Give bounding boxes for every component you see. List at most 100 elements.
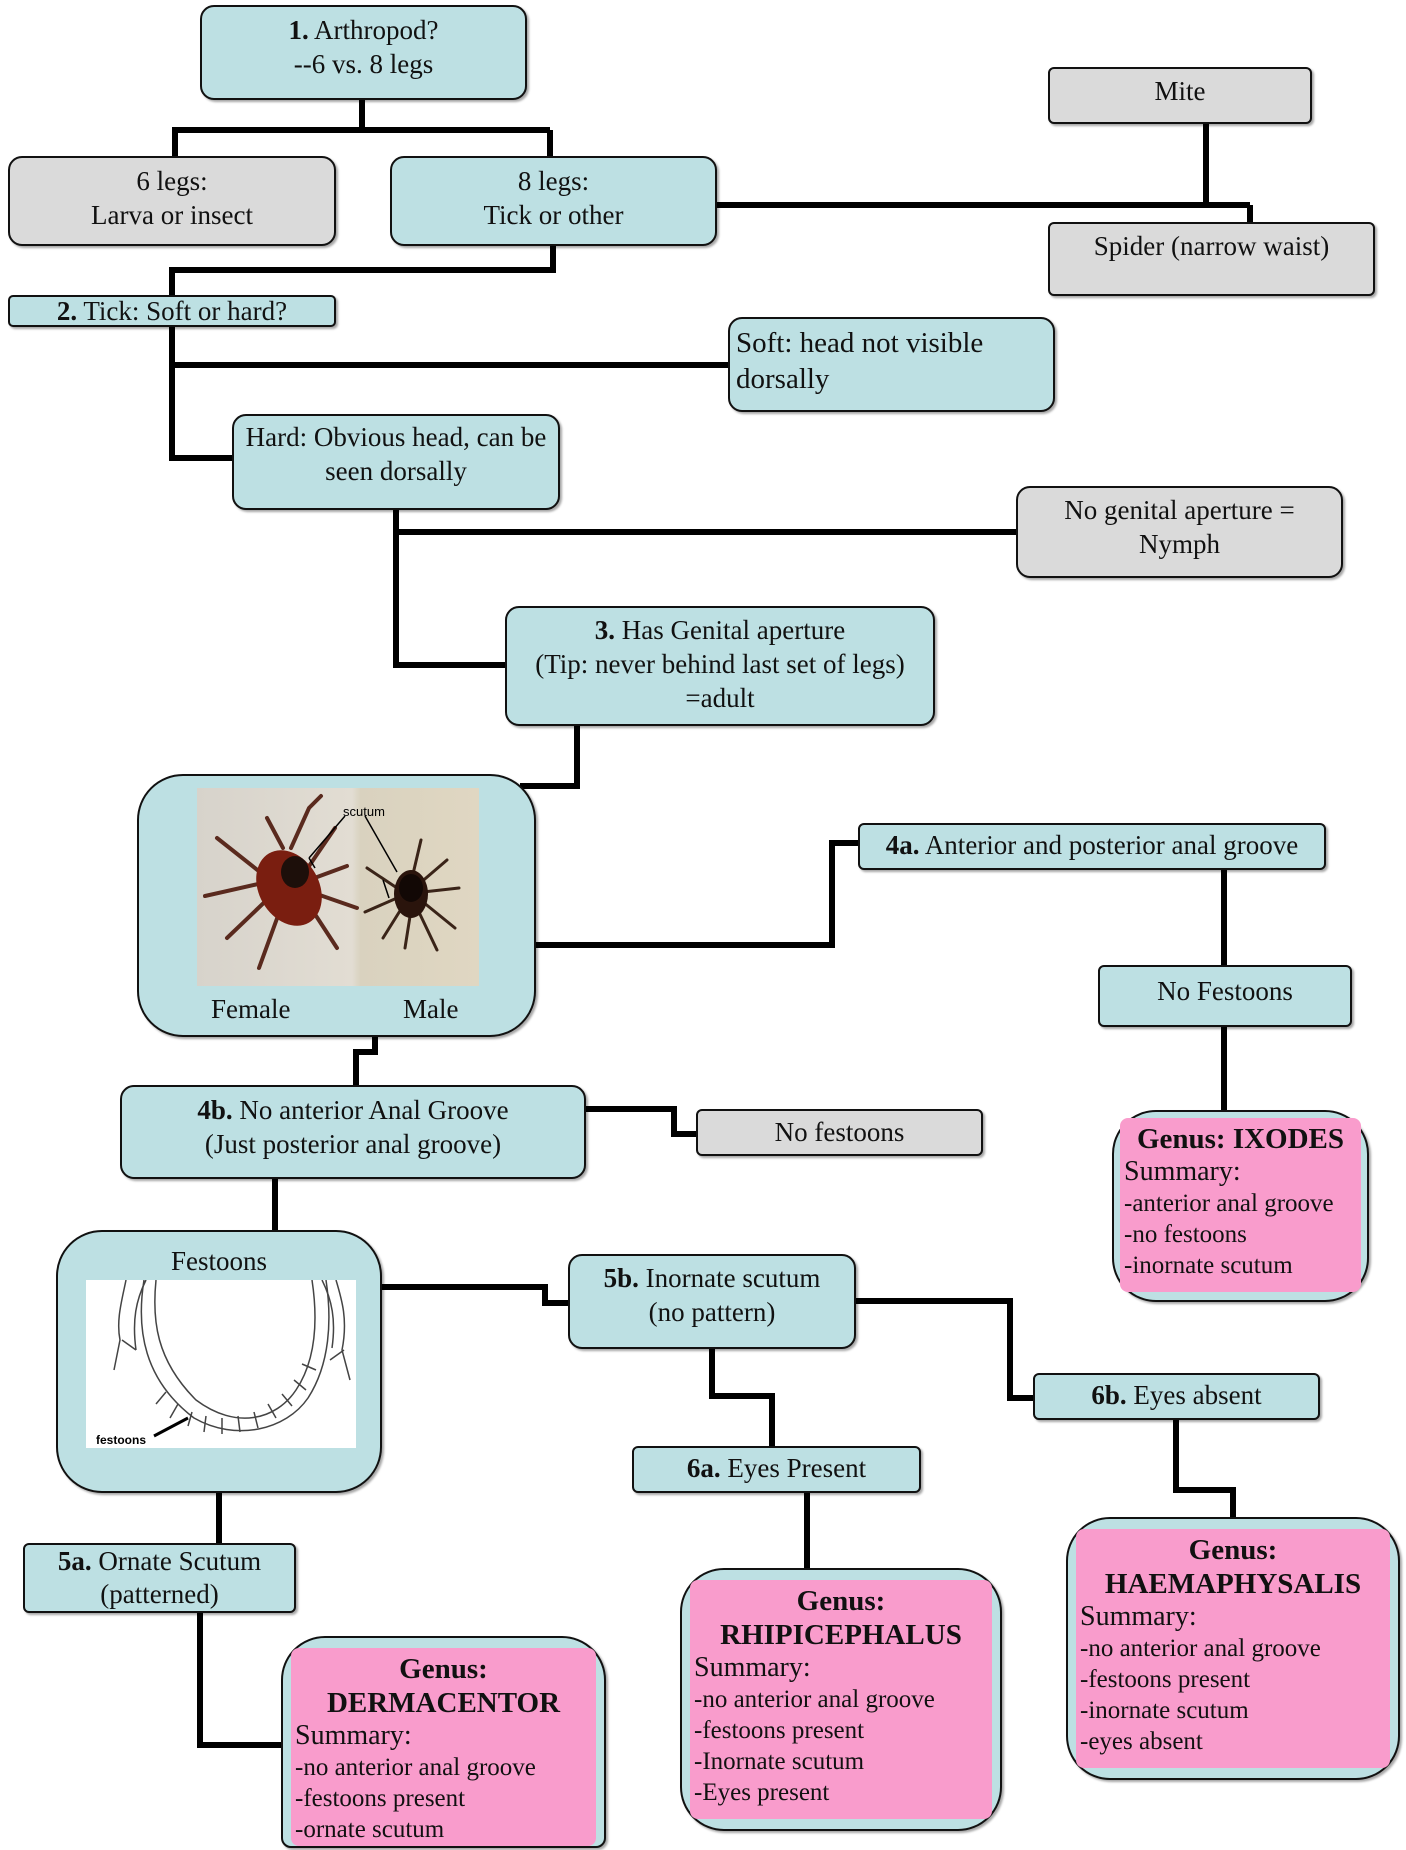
- haemaphysalis-summary-label: Summary:: [1080, 1601, 1197, 1632]
- dermacentor-summary: Genus: DERMACENTOR Summary: -no anterior…: [291, 1648, 596, 1846]
- connector-q3-photo: [520, 726, 580, 789]
- connector-eight-q2: [169, 245, 556, 295]
- mite-label: Mite: [1154, 76, 1206, 106]
- q3-line3: =adult: [685, 683, 755, 713]
- rhipicephalus-item: -Eyes present: [694, 1779, 830, 1806]
- spider-box: Spider (narrow waist): [1048, 222, 1375, 296]
- dermacentor-genus-label: Genus:: [399, 1653, 488, 1685]
- question-3-genital-aperture: 3. Has Genital aperture (Tip: never behi…: [505, 606, 935, 726]
- haemaphysalis-item: -inornate scutum: [1080, 1697, 1249, 1724]
- spider-label: Spider (narrow waist): [1093, 231, 1330, 261]
- haemaphysalis-genus: HAEMAPHYSALIS: [1104, 1568, 1362, 1600]
- question-6b-eyes-absent: 6b. Eyes absent: [1033, 1373, 1320, 1420]
- nymph-box: No genital aperture = Nymph: [1016, 486, 1343, 578]
- q1-number: 1.: [288, 15, 309, 45]
- no-festoons-right-label: No Festoons: [1157, 976, 1293, 1006]
- genus-dermacentor-box: Genus: DERMACENTOR Summary: -no anterior…: [281, 1636, 606, 1848]
- haemaphysalis-genus-label: Genus:: [1188, 1534, 1278, 1566]
- haemaphysalis-item: -eyes absent: [1080, 1728, 1203, 1755]
- genus-ixodes-box: Genus: IXODES Summary: -anterior anal gr…: [1112, 1110, 1369, 1302]
- dermacentor-summary-label: Summary:: [295, 1720, 412, 1751]
- ixodes-genus: Genus: IXODES: [1136, 1123, 1345, 1155]
- tick-illustration: scutum: [203, 794, 461, 970]
- q1-text: Arthropod?: [314, 15, 439, 45]
- connector-q2-hard: [169, 327, 232, 461]
- q5b-line1: Inornate scutum: [645, 1263, 821, 1293]
- male-label: Male: [403, 994, 459, 1024]
- six-legs-line2: Larva or insect: [91, 200, 253, 230]
- q6a-text: Eyes Present: [727, 1453, 867, 1483]
- scutum-label: scutum: [343, 804, 385, 819]
- q2-text: Tick: Soft or hard?: [83, 296, 288, 326]
- ixodes-item: -no festoons: [1124, 1221, 1247, 1248]
- ixodes-summary: Genus: IXODES Summary: -anterior anal gr…: [1120, 1118, 1361, 1292]
- six-legs-line1: 6 legs:: [136, 166, 208, 196]
- q5a-line1: Ornate Scutum: [98, 1546, 262, 1576]
- festoons-pointer-label: festoons: [96, 1433, 146, 1447]
- q5b-line2: (no pattern): [648, 1297, 776, 1327]
- rhipicephalus-summary: Genus: RHIPICEPHALUS Summary: -no anteri…: [690, 1580, 992, 1819]
- q5a-line2: (patterned): [100, 1579, 219, 1609]
- no-festoons-mid-label: No festoons: [774, 1117, 905, 1147]
- hard-label: Hard: Obvious head, can be seen dorsally: [245, 422, 547, 486]
- eight-legs-line1: 8 legs:: [517, 166, 590, 196]
- festoons-title: Festoons: [170, 1246, 268, 1276]
- genus-rhipicephalus-box: Genus: RHIPICEPHALUS Summary: -no anteri…: [680, 1568, 1002, 1831]
- q1-subtext: --6 vs. 8 legs: [293, 49, 434, 79]
- rhipicephalus-item: -Inornate scutum: [694, 1748, 865, 1775]
- connector-q1-legs: [172, 100, 365, 156]
- mite-box: Mite: [1048, 67, 1312, 124]
- question-4b-anal-groove: 4b. No anterior Anal Groove (Just poster…: [120, 1085, 586, 1179]
- q3-line2: (Tip: never behind last set of legs): [535, 649, 905, 679]
- soft-tick-box: Soft: head not visible dorsally: [728, 317, 1055, 412]
- connector-q5b-q6b: [856, 1298, 1033, 1401]
- q4a-text: Anterior and posterior anal groove: [924, 830, 1299, 860]
- connector-festoons-q5b: [382, 1284, 568, 1306]
- question-5b-inornate-scutum: 5b. Inornate scutum (no pattern): [568, 1254, 856, 1349]
- female-label: Female: [211, 994, 291, 1024]
- rhipicephalus-genus-label: Genus:: [796, 1585, 886, 1617]
- rhipicephalus-genus: RHIPICEPHALUS: [720, 1619, 962, 1651]
- rhipicephalus-summary-label: Summary:: [694, 1652, 811, 1683]
- ixodes-summary-label: Summary:: [1124, 1156, 1241, 1187]
- q6b-text: Eyes absent: [1133, 1380, 1262, 1410]
- q2-number: 2.: [56, 296, 78, 326]
- q4b-line2: (Just posterior anal groove): [204, 1129, 502, 1159]
- haemaphysalis-item: -no anterior anal groove: [1080, 1635, 1321, 1662]
- rhipicephalus-item: -festoons present: [694, 1717, 865, 1744]
- q3-number: 3.: [594, 615, 616, 645]
- q5a-number: 5a.: [57, 1546, 92, 1576]
- ixodes-item: -anterior anal groove: [1124, 1190, 1334, 1217]
- soft-label: Soft: head not visible dorsally: [736, 327, 984, 395]
- connector-q6b-haemaphysalis: [1173, 1420, 1236, 1517]
- festoons-box: Festoons festoons: [56, 1230, 382, 1493]
- q5b-number: 5b.: [603, 1263, 639, 1293]
- q4a-number: 4a.: [885, 830, 920, 860]
- dermacentor-genus: DERMACENTOR: [326, 1687, 561, 1719]
- no-festoons-mid-box: No festoons: [696, 1109, 983, 1156]
- rhipicephalus-item: -no anterior anal groove: [694, 1686, 935, 1713]
- connector-photo-q4b: [353, 1037, 378, 1085]
- q6b-number: 6b.: [1091, 1380, 1127, 1410]
- question-6a-eyes-present: 6a. Eyes Present: [632, 1446, 921, 1493]
- question-1-arthropod: 1. Arthropod? --6 vs. 8 legs: [200, 5, 527, 100]
- q4b-number: 4b.: [197, 1095, 233, 1125]
- dermacentor-item: -ornate scutum: [295, 1816, 445, 1843]
- nymph-label: No genital aperture = Nymph: [1064, 495, 1295, 559]
- no-festoons-right-box: No Festoons: [1098, 965, 1352, 1027]
- question-5a-ornate-scutum: 5a. Ornate Scutum (patterned): [23, 1543, 296, 1613]
- hard-tick-box: Hard: Obvious head, can be seen dorsally: [232, 414, 560, 510]
- q6a-number: 6a.: [686, 1453, 721, 1483]
- festoons-illustration: festoons: [96, 1279, 351, 1447]
- dermacentor-item: -festoons present: [295, 1785, 466, 1812]
- genus-haemaphysalis-box: Genus: HAEMAPHYSALIS Summary: -no anteri…: [1066, 1517, 1400, 1780]
- festoons-sketch: festoons: [86, 1279, 356, 1448]
- q4b-line1: No anterior Anal Groove: [239, 1095, 509, 1125]
- connector-photo-q4a: [536, 840, 858, 948]
- eight-legs-box: 8 legs: Tick or other: [390, 156, 717, 246]
- tick-photo-box: scutum Female Male: [137, 774, 536, 1037]
- eight-legs-line2: Tick or other: [483, 200, 624, 230]
- question-4a-anal-groove: 4a. Anterior and posterior anal groove: [858, 823, 1326, 870]
- ixodes-item: -inornate scutum: [1124, 1252, 1293, 1279]
